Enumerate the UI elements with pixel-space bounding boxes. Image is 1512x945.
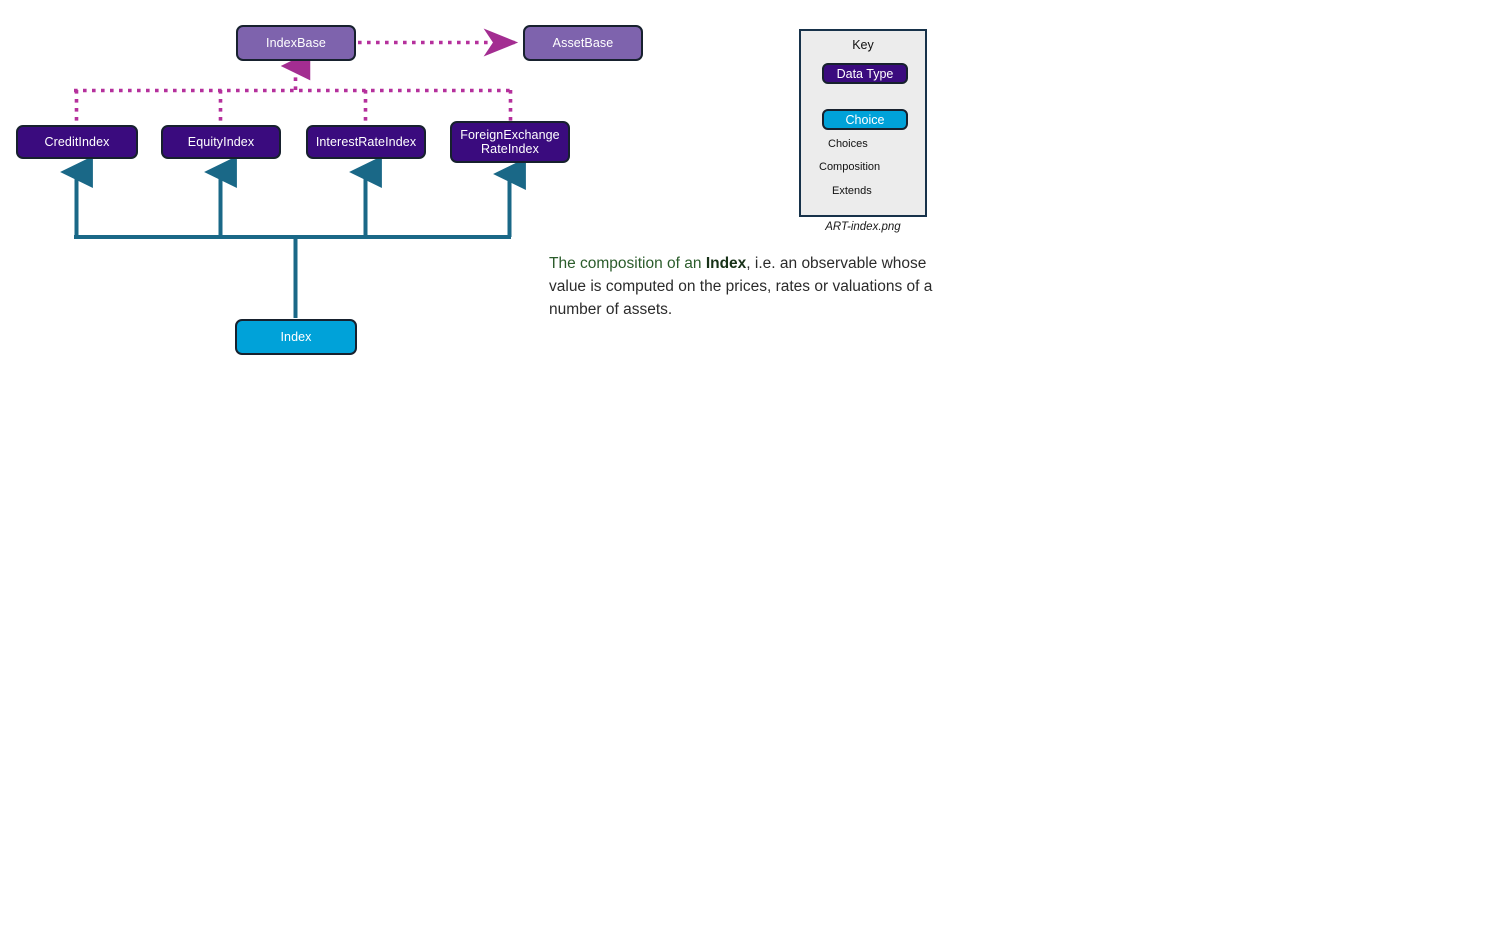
node-assetbase[interactable]: AssetBase [523, 25, 643, 61]
key-composition-label: Composition [819, 161, 881, 173]
node-creditindex[interactable]: CreditIndex [16, 125, 138, 159]
node-equityindex-label: EquityIndex [187, 135, 255, 149]
node-interestrateindex[interactable]: InterestRateIndex [306, 125, 426, 159]
key-choices-label: Choices [828, 138, 868, 150]
key-choice-label: Choice [845, 112, 885, 127]
key-panel: Key Data Type Choice Choices Composition… [799, 29, 927, 217]
description-rest: , i.e. an observable whose value is comp… [549, 255, 933, 318]
key-choice-swatch: Choice [822, 109, 908, 130]
key-data-type-swatch: Data Type [822, 63, 908, 84]
node-indexbase-label: IndexBase [266, 36, 326, 50]
node-interestrateindex-label: InterestRateIndex [315, 135, 417, 149]
key-caption: ART-index.png [825, 221, 901, 233]
description-emphasis: Index [705, 255, 747, 272]
node-assetbase-label: AssetBase [552, 36, 614, 50]
node-foreignexchangerateindex[interactable]: ForeignExchange RateIndex [450, 121, 570, 163]
node-foreignexchangerateindex-label-line2: RateIndex [481, 142, 539, 156]
key-title: Key [852, 38, 874, 52]
node-foreignexchangerateindex-label-line1: ForeignExchange [460, 128, 560, 142]
node-indexbase[interactable]: IndexBase [236, 25, 356, 61]
node-equityindex[interactable]: EquityIndex [161, 125, 281, 159]
node-creditindex-label: CreditIndex [44, 135, 110, 149]
key-extends-label: Extends [832, 185, 872, 197]
description-lead: The composition of an [549, 255, 706, 272]
diagram-description: The composition of an Index, i.e. an obs… [549, 252, 934, 321]
node-index-label: Index [280, 330, 312, 344]
node-index[interactable]: Index [235, 319, 357, 355]
key-data-type-label: Data Type [836, 66, 894, 81]
